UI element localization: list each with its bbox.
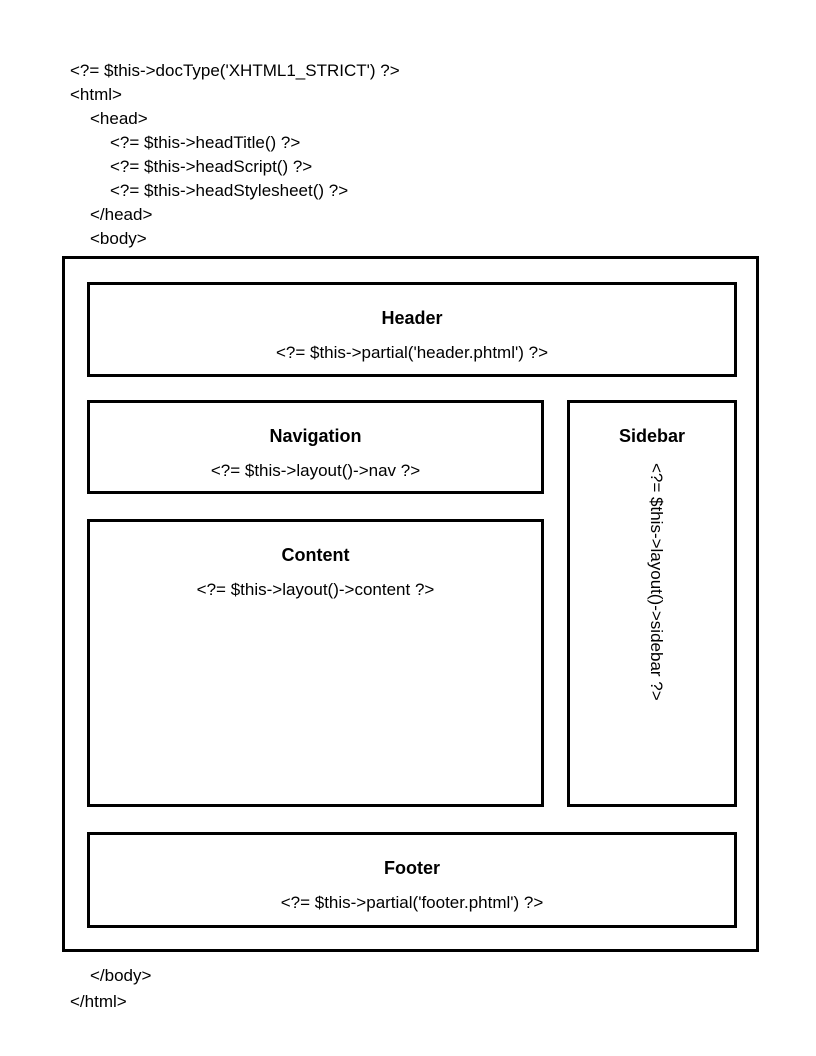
content-region-code: <?= $this->layout()->content ?> — [196, 580, 435, 599]
content-region-title: Content — [281, 545, 350, 565]
code-line-doctype: <?= $this->docType('XHTML1_STRICT') ?> — [70, 61, 400, 80]
code-line-body-close: </body> — [90, 966, 152, 985]
navigation-region-box[interactable]: Navigation <?= $this->layout()->nav ?> — [87, 400, 544, 494]
footer-region-code: <?= $this->partial('footer.phtml') ?> — [280, 893, 544, 912]
header-region-box[interactable]: Header <?= $this->partial('header.phtml'… — [87, 282, 737, 377]
code-line-html-close: </html> — [70, 992, 127, 1011]
sidebar-region-code: <?= $this->layout()->sidebar ?> — [647, 463, 666, 701]
footer-region-title: Footer — [384, 858, 440, 878]
navigation-region-title: Navigation — [269, 426, 362, 446]
footer-region-box[interactable]: Footer <?= $this->partial('footer.phtml'… — [87, 832, 737, 928]
code-line-head-script: <?= $this->headScript() ?> — [110, 157, 313, 176]
code-line-head-close: </head> — [90, 205, 153, 224]
code-line-body-open: <body> — [90, 229, 147, 248]
header-region-code: <?= $this->partial('header.phtml') ?> — [275, 343, 549, 362]
code-line-head-stylesheet: <?= $this->headStylesheet() ?> — [110, 181, 349, 200]
header-region-title: Header — [381, 308, 443, 328]
body-container-box: Header <?= $this->partial('header.phtml'… — [62, 256, 759, 952]
sidebar-region-title: Sidebar — [618, 426, 686, 446]
navigation-region-code: <?= $this->layout()->nav ?> — [210, 461, 421, 480]
code-line-html-open: <html> — [70, 85, 122, 104]
code-line-head-open: <head> — [90, 109, 148, 128]
sidebar-region-box[interactable]: Sidebar <?= $this->layout()->sidebar ?> — [567, 400, 737, 807]
code-line-head-title: <?= $this->headTitle() ?> — [110, 133, 301, 152]
content-region-box[interactable]: Content <?= $this->layout()->content ?> — [87, 519, 544, 807]
